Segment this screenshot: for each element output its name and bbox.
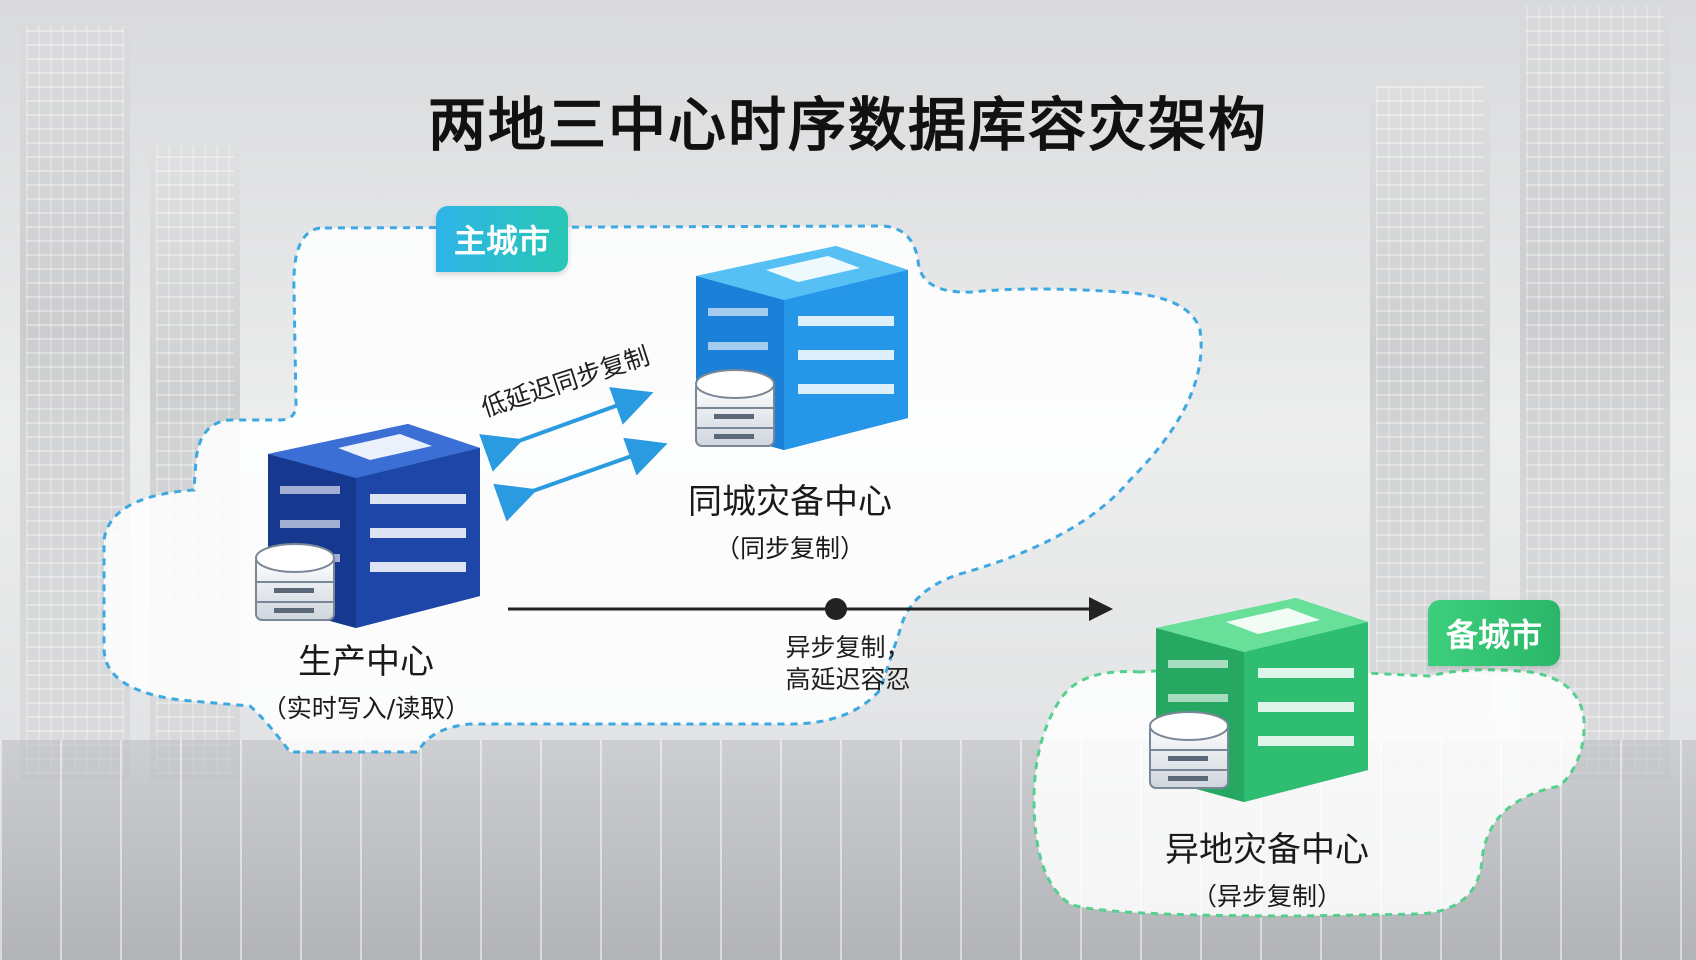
backup-city-tag: 备城市 [1428, 600, 1561, 666]
local-dr-center-name: 同城灾备中心 [688, 482, 892, 522]
async-label-line1: 异步复制， [785, 633, 910, 662]
bg-tower [20, 20, 130, 780]
remote-dr-center-note: （异步复制） [1191, 882, 1342, 911]
remote-dr-database-icon [1149, 711, 1229, 789]
sync-arrow-lower [493, 437, 668, 522]
async-arrow-node [825, 598, 847, 620]
local-dr-center-note: （同步复制） [714, 534, 865, 563]
production-center-name: 生产中心 [298, 642, 434, 682]
page-title: 两地三中心时序数据库容灾架构 [427, 91, 1268, 159]
production-center-label: 生产中心 （实时写入/读取） [236, 634, 496, 725]
local-dr-database-icon [695, 369, 775, 447]
async-label-line2: 高延迟容忍 [785, 665, 910, 694]
remote-dr-center-label: 异地灾备中心 （异步复制） [1122, 822, 1412, 913]
sync-arrow-upper [479, 387, 654, 472]
local-dr-center-label: 同城灾备中心 （同步复制） [650, 474, 930, 565]
main-city-tag: 主城市 [436, 206, 569, 272]
remote-dr-center-name: 异地灾备中心 [1165, 830, 1369, 870]
production-center-note: （实时写入/读取） [261, 694, 471, 723]
production-database-icon [255, 543, 335, 621]
